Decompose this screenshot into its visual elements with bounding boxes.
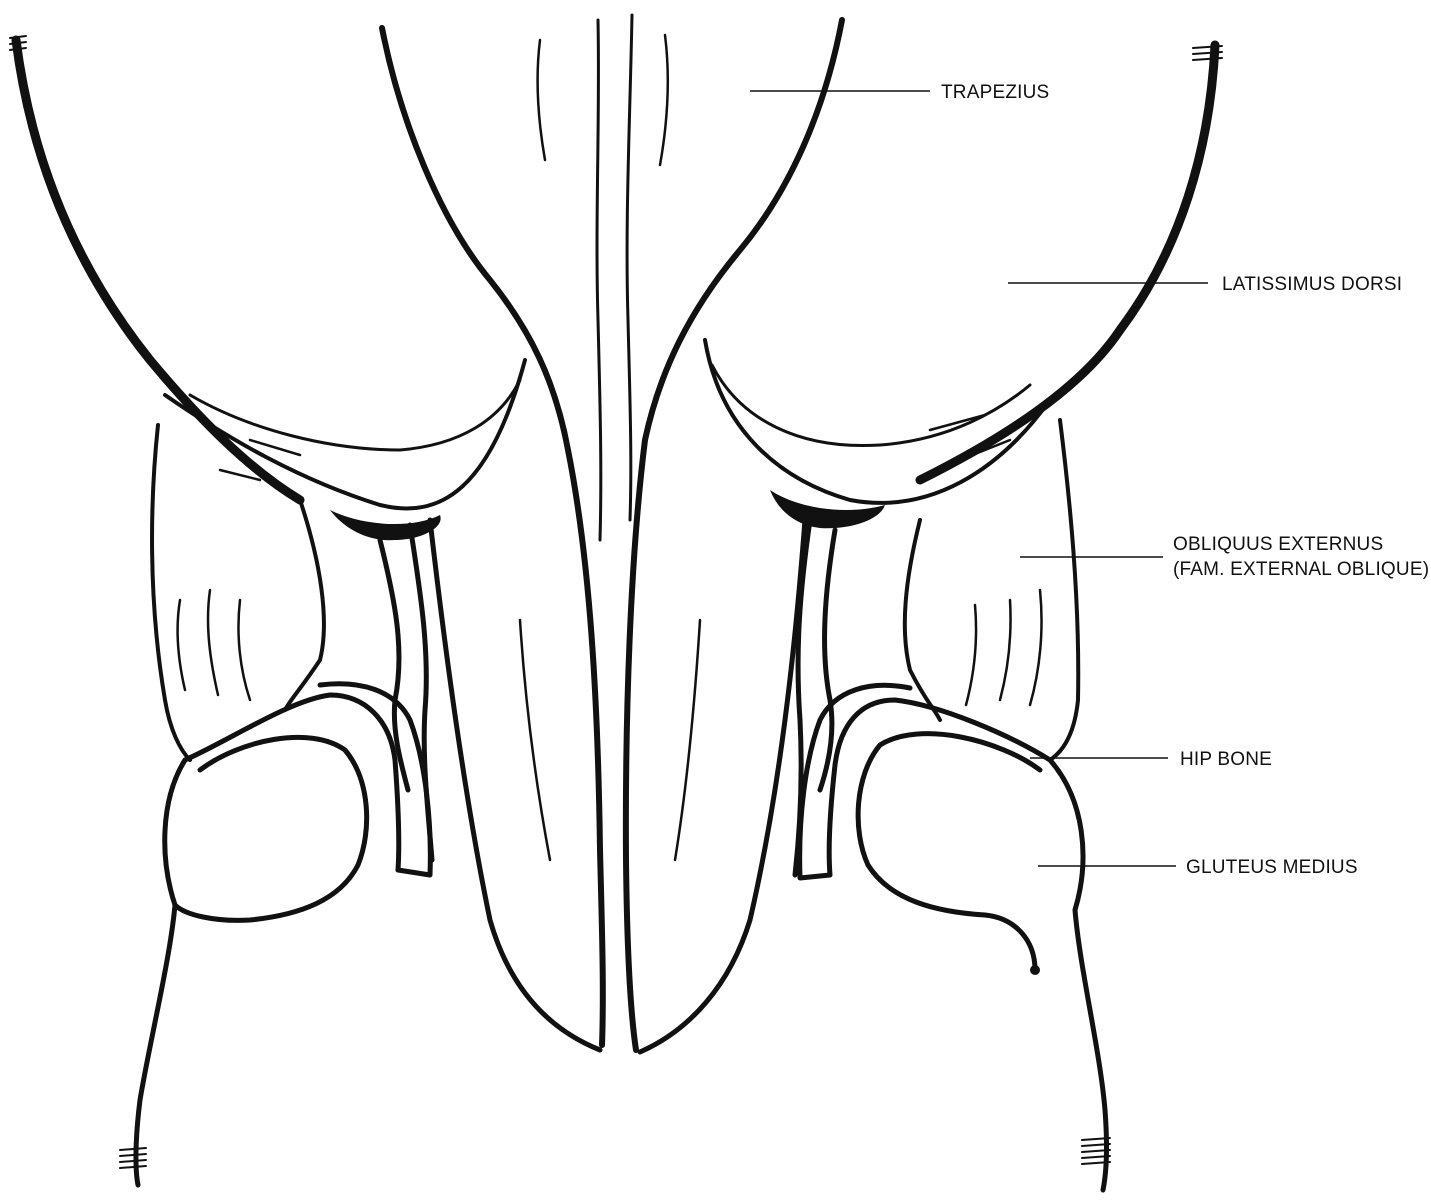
oblique-left-inner <box>285 500 324 710</box>
left-waist-line <box>152 425 190 760</box>
lumbar-left-contour <box>430 520 600 1050</box>
lat-lower-curve-right-2 <box>712 365 1030 446</box>
label-gluteus-medius: GLUTEUS MEDIUS <box>1038 857 1358 878</box>
oblique-right-stripe-a <box>820 530 835 790</box>
back-illustration <box>10 15 1222 1190</box>
lat-lower-curve-right <box>705 340 1050 503</box>
hatching-top-right <box>1082 46 1222 1164</box>
outer-back-contour-right <box>920 45 1215 480</box>
gluteus-left <box>175 737 367 920</box>
label-hip-bone: HIP BONE <box>1030 749 1272 770</box>
label-text-trapezius: TRAPEZIUS <box>941 82 1049 103</box>
ink-blot <box>1030 965 1040 975</box>
label-latissimus-dorsi: LATISSIMUS DORSI <box>1008 274 1402 295</box>
muscle-shading-left <box>330 510 441 540</box>
lat-lower-curve-left-2 <box>190 380 520 450</box>
label-text-hip-bone: HIP BONE <box>1180 749 1272 770</box>
muscle-shading-right <box>770 490 885 528</box>
label-text-gluteus-medius: GLUTEUS MEDIUS <box>1186 857 1358 878</box>
hatching-top-left <box>10 36 146 1168</box>
label-subtext-obliquus-externus: (FAM. EXTERNAL OBLIQUE) <box>1173 559 1429 580</box>
label-text-obliquus-externus: OBLIQUUS EXTERNUS <box>1173 534 1383 555</box>
label-text-latissimus-dorsi: LATISSIMUS DORSI <box>1222 274 1402 295</box>
right-waist-line <box>1050 420 1078 760</box>
label-obliquus-externus: OBLIQUUS EXTERNUS (FAM. EXTERNAL OBLIQUE… <box>1020 534 1429 580</box>
spine-line-right <box>627 15 632 520</box>
lumbar-right-contour <box>640 520 805 1052</box>
labels-layer: TRAPEZIUS LATISSIMUS DORSI OBLIQUUS EXTE… <box>750 82 1429 878</box>
hip-crest-right <box>800 685 1050 878</box>
spine-line-left <box>597 20 601 540</box>
label-trapezius: TRAPEZIUS <box>750 82 1049 103</box>
left-hip-outline <box>136 760 185 1185</box>
gluteus-right <box>858 734 1040 970</box>
right-hip-outline <box>1050 760 1106 1190</box>
